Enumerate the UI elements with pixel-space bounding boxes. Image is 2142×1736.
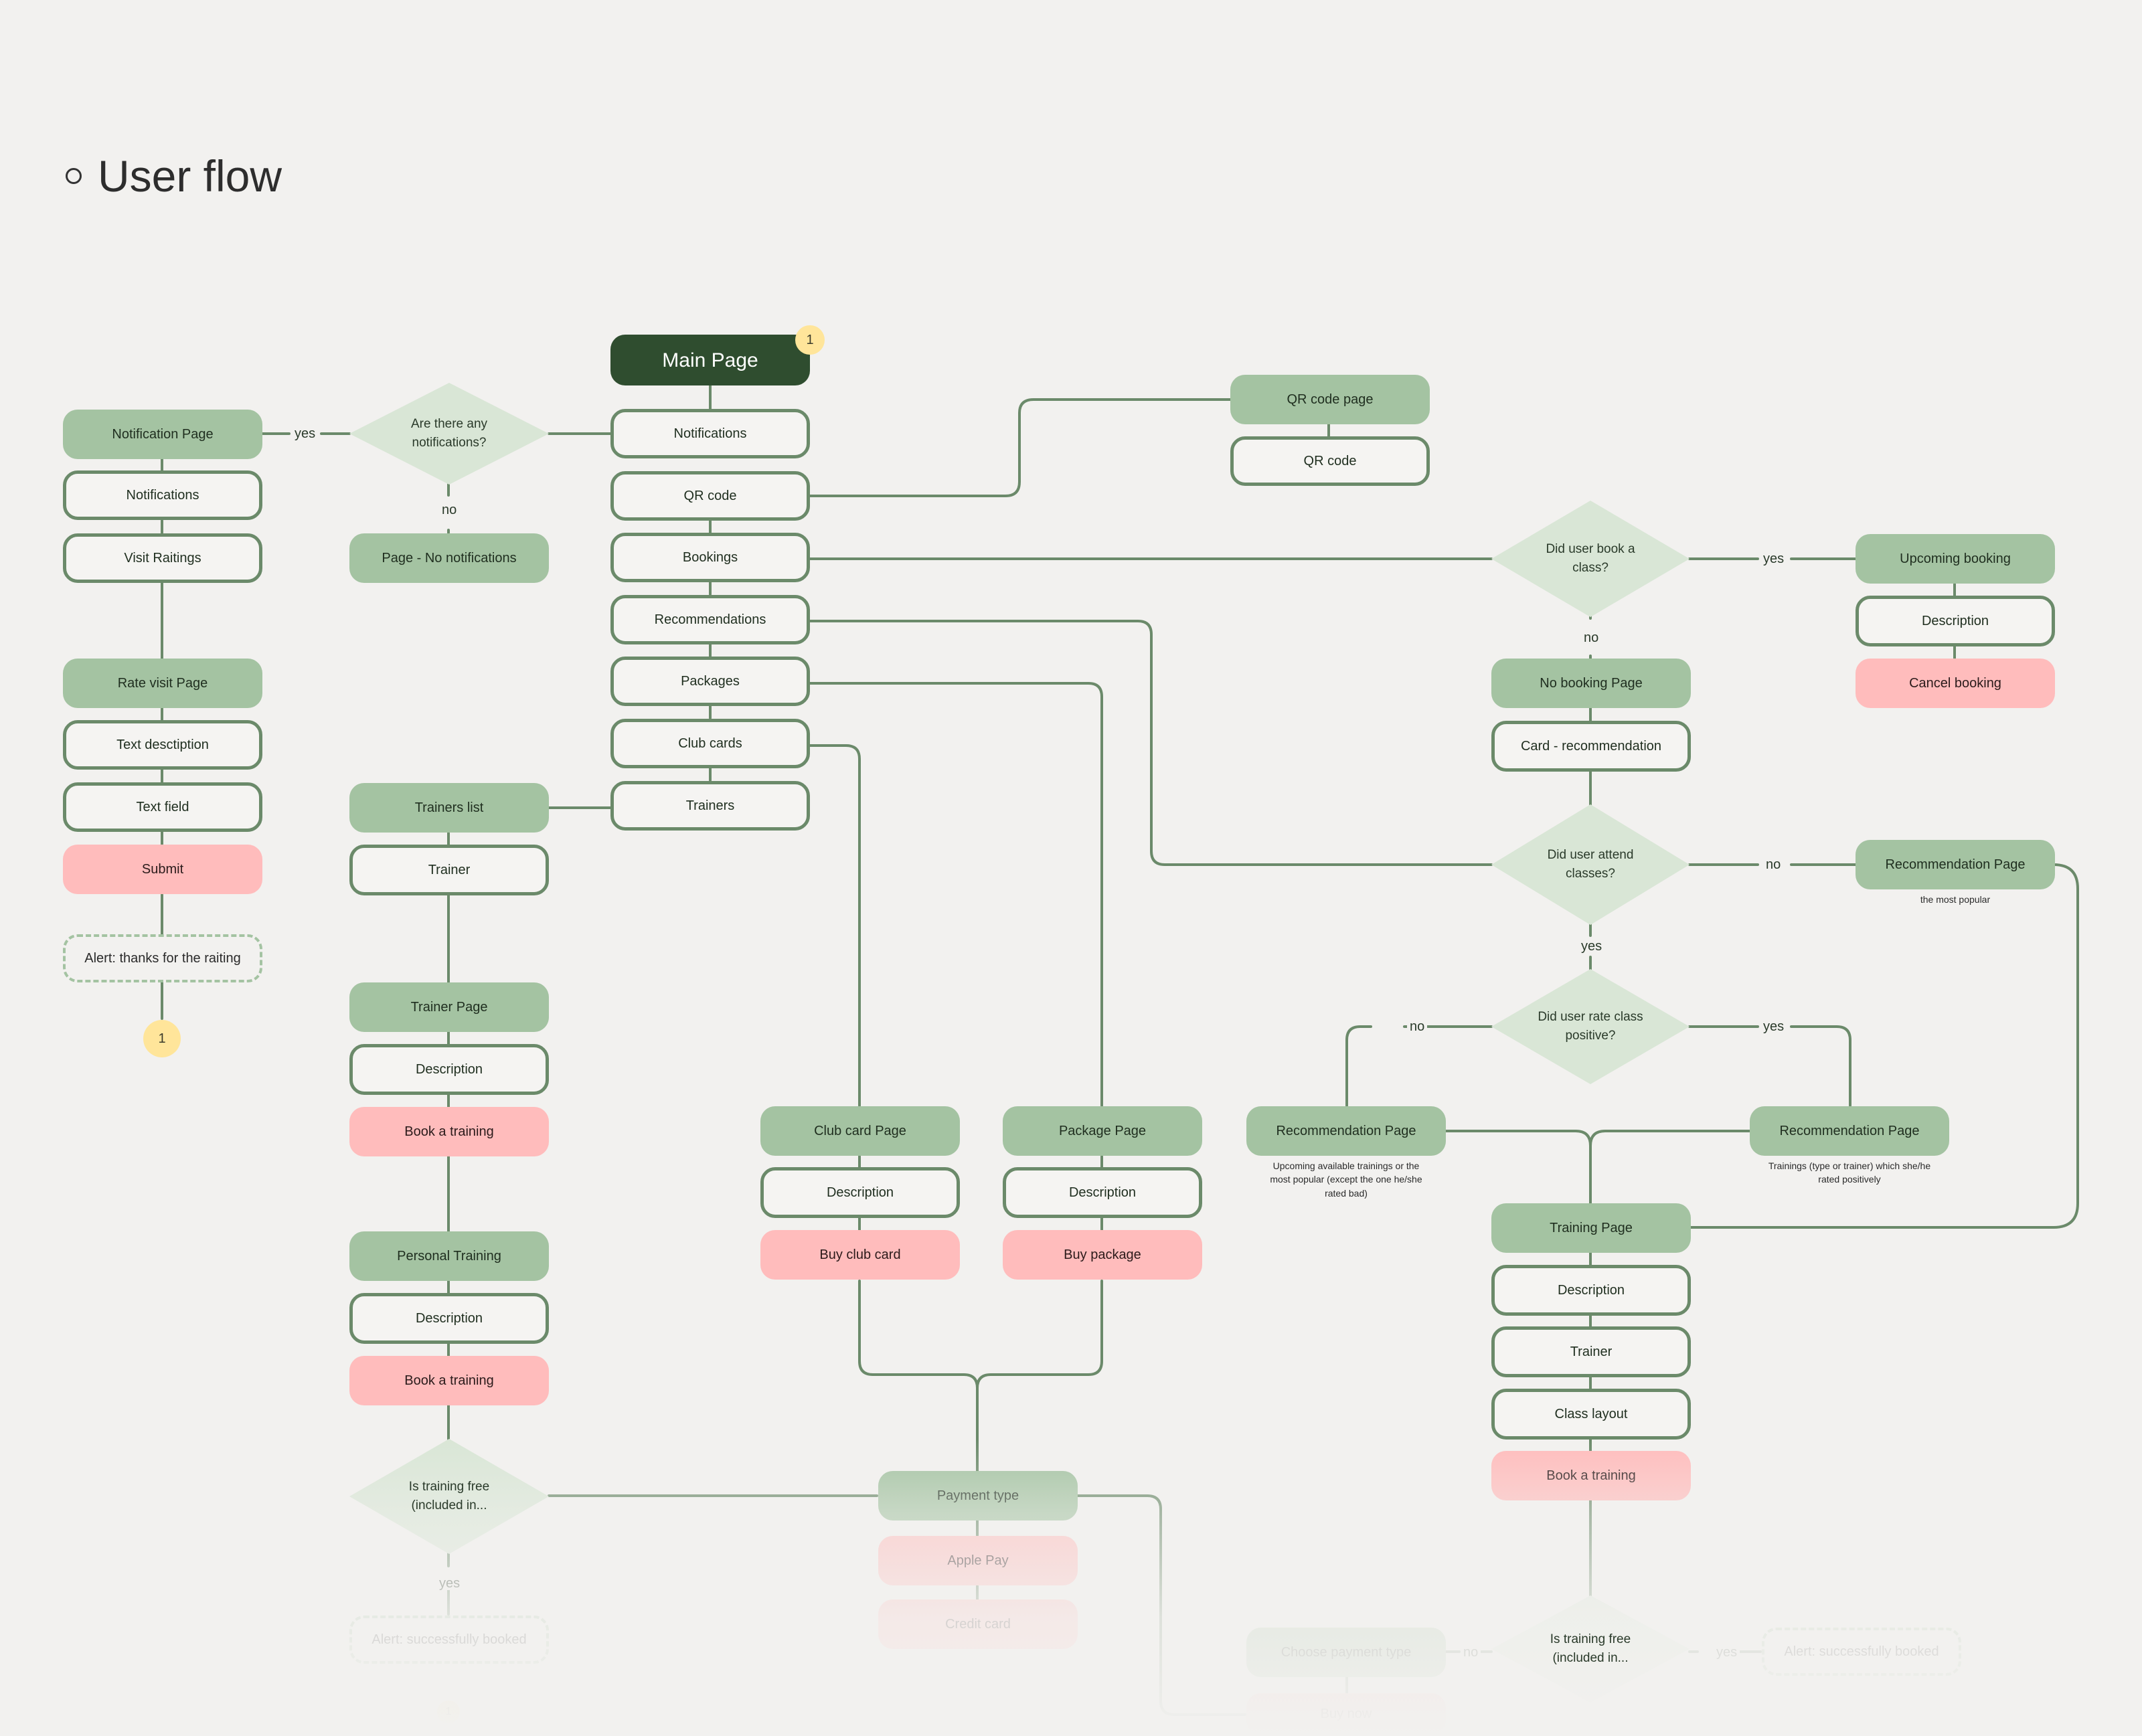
class-layout-item[interactable]: Class layout xyxy=(1491,1389,1691,1440)
edge-label-yes: yes xyxy=(1760,1020,1787,1033)
recommendation-page-negative-node[interactable]: Recommendation Page xyxy=(1246,1106,1446,1156)
buy-package-action[interactable]: Buy package xyxy=(1003,1230,1202,1280)
main-item-packages[interactable]: Packages xyxy=(610,657,810,706)
main-item-notifications[interactable]: Notifications xyxy=(610,409,810,458)
payment-type-page-node[interactable]: Payment type xyxy=(878,1471,1078,1521)
training-page-node[interactable]: Training Page xyxy=(1491,1203,1691,1253)
training-description-item[interactable]: Description xyxy=(1491,1265,1691,1316)
notification-page-node[interactable]: Notification Page xyxy=(63,410,262,459)
alert-booked-left: Alert: successfully booked xyxy=(349,1616,549,1664)
decision-did-user-book[interactable]: Did user book a class? xyxy=(1491,501,1690,617)
rate-visit-page-node[interactable]: Rate visit Page xyxy=(63,659,262,708)
decision-did-user-attend[interactable]: Did user attend classes? xyxy=(1491,804,1690,925)
decision-label: Did user attend classes? xyxy=(1547,848,1634,881)
decision-label: Is training free (included in... xyxy=(408,1480,490,1512)
trainer-book-training-action[interactable]: Book a training xyxy=(349,1107,549,1156)
buy-club-card-action[interactable]: Buy club card xyxy=(760,1230,960,1280)
qr-code-item[interactable]: QR code xyxy=(1230,436,1430,486)
text-description-item[interactable]: Text desctiption xyxy=(63,720,262,770)
recommendation-note-negative: Upcoming available trainings or the most… xyxy=(1270,1160,1422,1199)
personal-book-training-action[interactable]: Book a training xyxy=(349,1356,549,1405)
trainer-page-node[interactable]: Trainer Page xyxy=(349,982,549,1032)
recommendation-note-popular: the most popular xyxy=(1920,894,1991,905)
edge-label-yes: yes xyxy=(292,427,319,440)
notifications-item[interactable]: Notifications xyxy=(63,470,262,520)
main-item-bookings[interactable]: Bookings xyxy=(610,533,810,582)
package-page-node[interactable]: Package Page xyxy=(1003,1106,1202,1156)
alert-thanks-node: Alert: thanks for the raiting xyxy=(63,934,262,982)
trainer-item[interactable]: Trainer xyxy=(349,845,549,895)
card-recommendation-item[interactable]: Card - recommendation xyxy=(1491,721,1691,772)
main-item-qr-code[interactable]: QR code xyxy=(610,471,810,521)
buy-now-action[interactable]: Buy now xyxy=(1246,1693,1446,1735)
visit-ratings-item[interactable]: Visit Raitings xyxy=(63,533,262,583)
credit-card-option[interactable]: Credit card xyxy=(878,1599,1078,1649)
edge-label-no: no xyxy=(1581,631,1602,644)
decision-label: Is training free (included in... xyxy=(1550,1632,1631,1665)
edge-label-yes: yes xyxy=(1714,1646,1740,1659)
page-title-text: User flow xyxy=(98,151,282,201)
package-description-item[interactable]: Description xyxy=(1003,1167,1202,1218)
decision-training-free-right[interactable]: Is training free (included in... xyxy=(1491,1595,1690,1703)
main-item-recommendations[interactable]: Recommendations xyxy=(610,595,810,644)
personal-description-item[interactable]: Description xyxy=(349,1293,549,1344)
main-page-badge: 1 xyxy=(795,325,825,355)
club-card-page-node[interactable]: Club card Page xyxy=(760,1106,960,1156)
book-training-action[interactable]: Book a training xyxy=(1491,1451,1691,1500)
main-item-trainers[interactable]: Trainers xyxy=(610,781,810,831)
choose-payment-type-node[interactable]: Choose payment type xyxy=(1246,1628,1446,1677)
cancel-booking-action[interactable]: Cancel booking xyxy=(1856,659,2055,708)
decision-any-notifications[interactable]: Are there any notifications? xyxy=(349,383,549,485)
edge-label-no: no xyxy=(1407,1020,1428,1033)
circle-icon xyxy=(66,168,82,184)
qr-code-page-node[interactable]: QR code page xyxy=(1230,375,1430,424)
training-trainer-item[interactable]: Trainer xyxy=(1491,1326,1691,1377)
submit-action[interactable]: Submit xyxy=(63,845,262,894)
edge-label-no: no xyxy=(1461,1646,1481,1659)
loop-badge-faded: 1 xyxy=(437,1701,460,1723)
personal-training-page-node[interactable]: Personal Training xyxy=(349,1231,549,1281)
no-booking-page-node[interactable]: No booking Page xyxy=(1491,659,1691,708)
club-card-description-item[interactable]: Description xyxy=(760,1167,960,1218)
loop-badge: 1 xyxy=(143,1020,181,1057)
edge-label-yes: yes xyxy=(436,1577,463,1590)
upcoming-booking-page-node[interactable]: Upcoming booking xyxy=(1856,534,2055,584)
decision-training-free-left[interactable]: Is training free (included in... xyxy=(349,1439,549,1554)
apple-pay-option[interactable]: Apple Pay xyxy=(878,1536,1078,1585)
main-page-node[interactable]: Main Page xyxy=(610,335,810,385)
trainers-list-page-node[interactable]: Trainers list xyxy=(349,783,549,833)
alert-booked-right: Alert: successfully booked xyxy=(1762,1628,1961,1676)
edge-label-yes: yes xyxy=(1578,940,1605,953)
recommendation-page-positive-node[interactable]: Recommendation Page xyxy=(1750,1106,1949,1156)
decision-label: Are there any notifications? xyxy=(410,417,488,450)
recommendation-page-popular-node[interactable]: Recommendation Page xyxy=(1856,840,2055,889)
page-title: User flow xyxy=(66,151,282,201)
trainer-description-item[interactable]: Description xyxy=(349,1044,549,1095)
edge-label-yes: yes xyxy=(1760,552,1787,566)
edge-label-no: no xyxy=(1763,858,1784,871)
decision-label: Did user book a class? xyxy=(1546,542,1635,575)
text-field-item[interactable]: Text field xyxy=(63,782,262,832)
recommendation-note-positive: Trainings (type or trainer) which she/he… xyxy=(1768,1160,1931,1185)
decision-rate-positive[interactable]: Did user rate class positive? xyxy=(1491,969,1690,1084)
booking-description-item[interactable]: Description xyxy=(1856,596,2055,646)
main-item-club-cards[interactable]: Club cards xyxy=(610,719,810,768)
no-notifications-page-node[interactable]: Page - No notifications xyxy=(349,533,549,583)
decision-label: Did user rate class positive? xyxy=(1538,1010,1643,1043)
edge-label-no: no xyxy=(439,503,460,517)
